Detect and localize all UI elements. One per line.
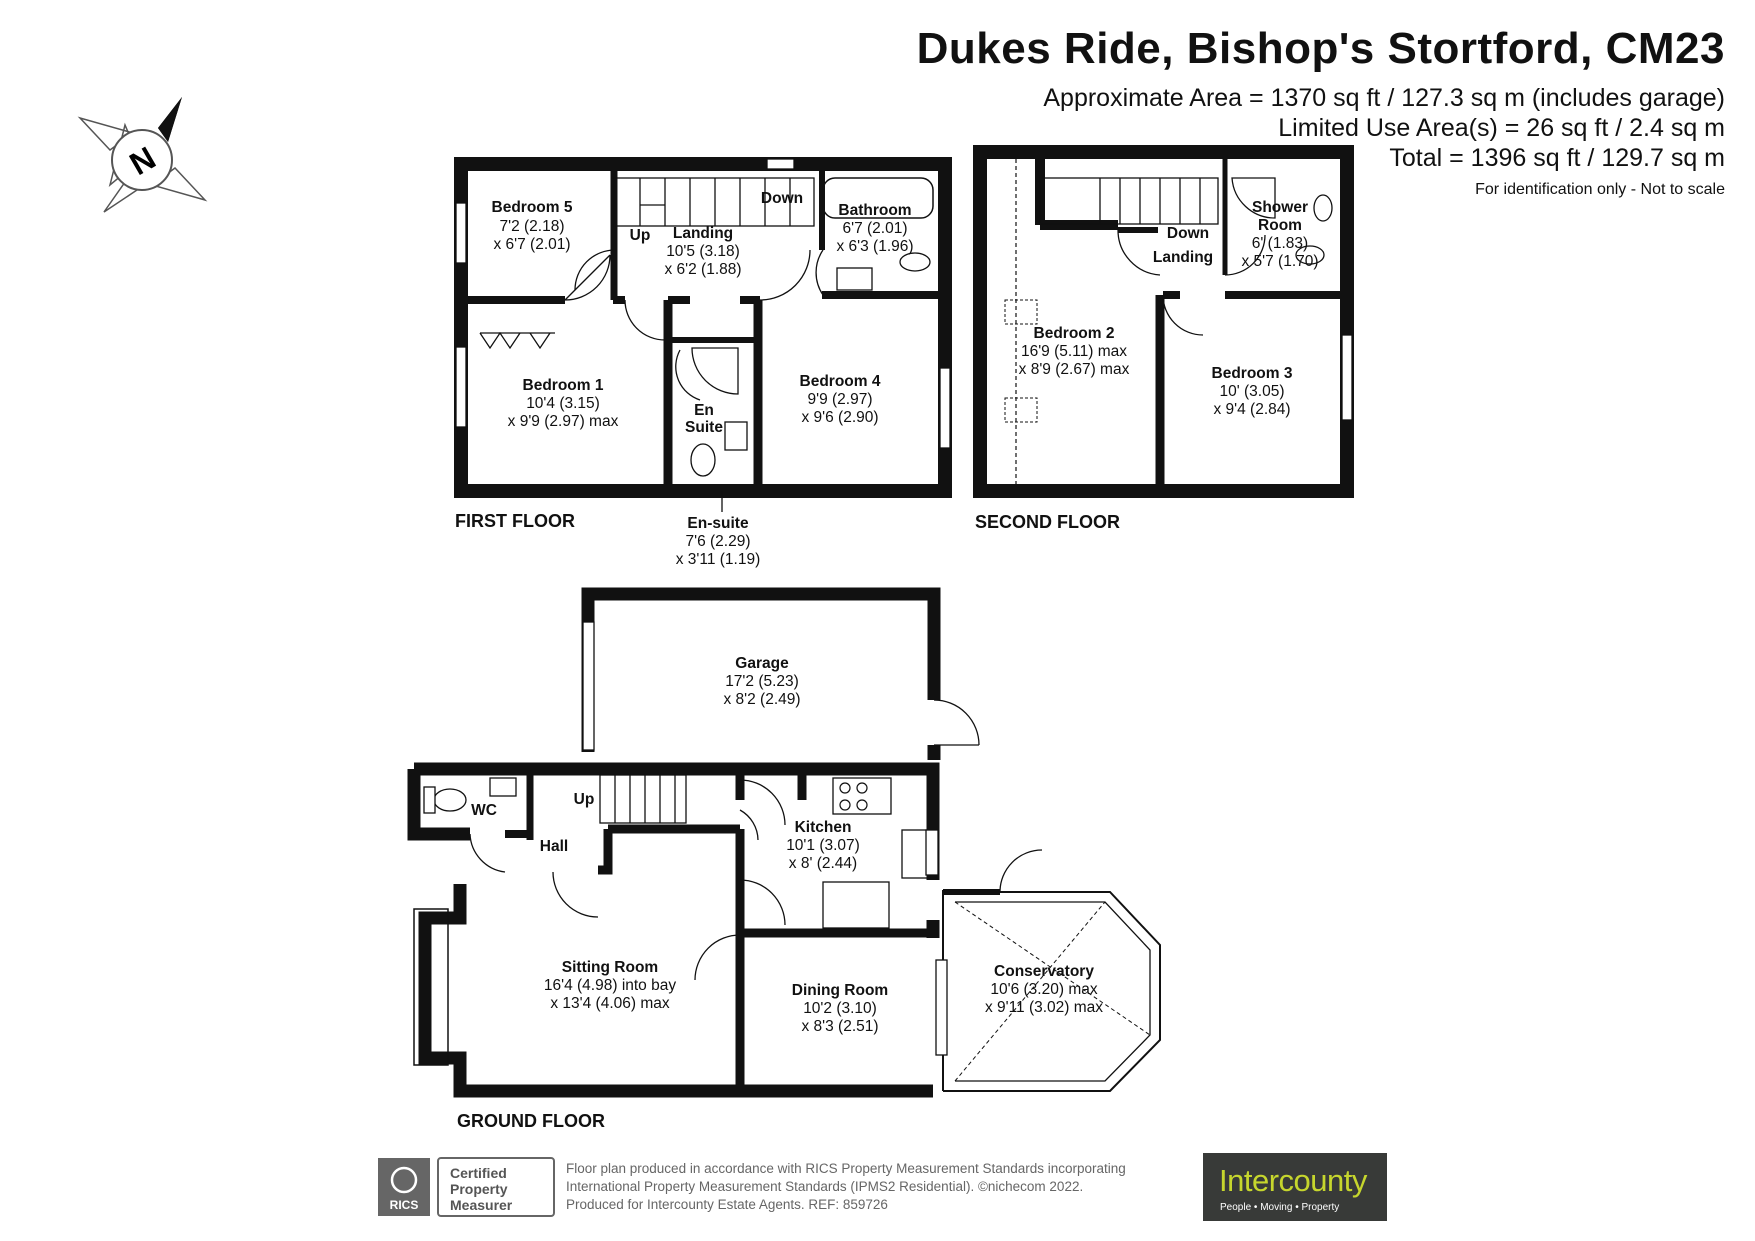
footer-disclaimer: Floor plan produced in accordance with R… (566, 1160, 1206, 1214)
rics-certified-badge: RICS Certified Property Measurer (378, 1157, 555, 1217)
bedroom-4-dim2: x 9'6 (2.90) (801, 409, 878, 426)
conservatory-dim2: x 9'11 (3.02) max (985, 999, 1103, 1016)
bedroom-5-name: Bedroom 5 (492, 199, 573, 216)
bedroom-2-dim2: x 8'9 (2.67) max (1019, 361, 1130, 378)
conservatory-name: Conservatory (994, 963, 1094, 980)
landing-1-dim2: x 6'2 (1.88) (664, 261, 741, 278)
landing-2-name: Landing (1153, 249, 1213, 266)
en-suite-box-line2: Suite (685, 419, 723, 436)
footer-line-1: Floor plan produced in accordance with R… (566, 1161, 1126, 1176)
intercounty-logo-name: Intercounty (1219, 1163, 1367, 1198)
wc-name: WC (471, 802, 497, 819)
shower-room-line2: Room (1258, 217, 1302, 234)
first-floor-label: FIRST FLOOR (455, 511, 575, 531)
first-floor-plan (454, 157, 952, 512)
page-title: Dukes Ride, Bishop's Stortford, CM23 (916, 24, 1725, 73)
bathroom-name: Bathroom (838, 202, 911, 219)
kitchen-dim2: x 8' (2.44) (789, 855, 857, 872)
sitting-room-name: Sitting Room (562, 959, 658, 976)
footer-line-2: International Property Measurement Stand… (566, 1179, 1084, 1194)
landing-1-name: Landing (673, 225, 733, 242)
room-labels: Bedroom 5 7'2 (2.18) x 6'7 (2.01) Landin… (455, 190, 1319, 1131)
bedroom-2-dim1: 16'9 (5.11) max (1021, 343, 1127, 360)
shower-room-dim2: x 5'7 (1.70) (1241, 253, 1318, 270)
garage-name: Garage (735, 655, 789, 672)
ground-floor-up: Up (574, 791, 595, 808)
bedroom-3-dim2: x 9'4 (2.84) (1213, 401, 1290, 418)
conservatory-dim1: 10'6 (3.20) max (990, 981, 1097, 998)
second-floor-plan (973, 145, 1354, 498)
certified-line-3: Measurer (450, 1197, 513, 1213)
bedroom-4-name: Bedroom 4 (800, 373, 881, 390)
ground-floor-plan (407, 587, 1161, 1098)
en-suite-dim1: 7'6 (2.29) (686, 533, 751, 550)
en-suite-dim2: x 3'11 (1.19) (676, 551, 761, 568)
limited-use-area: Limited Use Area(s) = 26 sq ft / 2.4 sq … (1278, 114, 1725, 142)
certified-line-1: Certified (450, 1165, 507, 1181)
bedroom-2-name: Bedroom 2 (1034, 325, 1115, 342)
shower-room-line1: Shower (1252, 199, 1308, 216)
en-suite-box-line1: En (694, 402, 714, 419)
sitting-room-dim1: 16'4 (4.98) into bay (544, 977, 676, 994)
second-floor-label: SECOND FLOOR (975, 512, 1120, 532)
dining-room-name: Dining Room (792, 982, 888, 999)
bedroom-3-dim1: 10' (3.05) (1220, 383, 1285, 400)
intercounty-logo: Intercounty People • Moving • Property (1203, 1153, 1387, 1221)
certified-line-2: Property (450, 1181, 508, 1197)
dining-room-dim2: x 8'3 (2.51) (801, 1018, 878, 1035)
bedroom-1-name: Bedroom 1 (523, 377, 604, 394)
first-floor-up: Up (630, 227, 651, 244)
first-floor-down: Down (761, 190, 803, 207)
approximate-area: Approximate Area = 1370 sq ft / 127.3 sq… (1043, 84, 1725, 112)
bathroom-dim2: x 6'3 (1.96) (836, 238, 913, 255)
landing-1-dim1: 10'5 (3.18) (666, 243, 740, 260)
dining-room-dim1: 10'2 (3.10) (803, 1000, 877, 1017)
compass-rose-icon: N (77, 97, 208, 213)
bedroom-3-name: Bedroom 3 (1212, 365, 1293, 382)
shower-room-dim1: 6' (1.83) (1252, 235, 1308, 252)
scale-note: For identification only - Not to scale (1475, 181, 1725, 198)
sitting-room-dim2: x 13'4 (4.06) max (550, 995, 670, 1012)
hall-name: Hall (540, 838, 568, 855)
bathroom-dim1: 6'7 (2.01) (843, 220, 908, 237)
intercounty-logo-tagline: People • Moving • Property (1220, 1202, 1340, 1213)
total-area: Total = 1396 sq ft / 129.7 sq m (1389, 144, 1725, 172)
bedroom-1-dim2: x 9'9 (2.97) max (508, 413, 619, 430)
bedroom-4-dim1: 9'9 (2.97) (808, 391, 873, 408)
kitchen-dim1: 10'1 (3.07) (786, 837, 860, 854)
bedroom-5-dim1: 7'2 (2.18) (500, 218, 565, 235)
bedroom-5-dim2: x 6'7 (2.01) (493, 236, 570, 253)
en-suite-name: En-suite (687, 515, 749, 532)
rics-badge-text: RICS (390, 1198, 419, 1212)
bedroom-1-dim1: 10'4 (3.15) (526, 395, 600, 412)
kitchen-name: Kitchen (795, 819, 852, 836)
footer-line-3: Produced for Intercounty Estate Agents. … (566, 1197, 888, 1212)
garage-dim1: 17'2 (5.23) (725, 673, 799, 690)
second-floor-down: Down (1167, 225, 1209, 242)
garage-dim2: x 8'2 (2.49) (723, 691, 800, 708)
ground-floor-label: GROUND FLOOR (457, 1111, 605, 1131)
